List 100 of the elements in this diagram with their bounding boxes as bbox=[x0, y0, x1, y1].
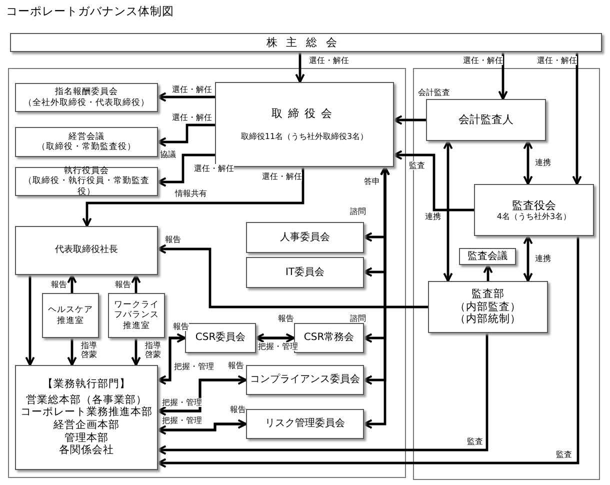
edge-label: 連携 bbox=[535, 158, 551, 168]
box-heading: 監査役会 bbox=[512, 198, 556, 212]
edge-label: 連携 bbox=[535, 254, 551, 264]
arrow bbox=[157, 124, 215, 147]
box-heading: 会計監査人 bbox=[458, 113, 514, 127]
arrow bbox=[157, 236, 580, 468]
box-heading: 【業務執行部門】 bbox=[42, 378, 130, 391]
box-subtext: （取締役・執行役員・常勤監査役） bbox=[22, 176, 150, 197]
arrow bbox=[157, 333, 488, 455]
box-subtext: 各関係会社 bbox=[59, 444, 114, 457]
committee-box bbox=[246, 365, 364, 395]
box-subtext: （内部監査） bbox=[455, 300, 521, 313]
edge-label: 監査 bbox=[556, 450, 572, 460]
edge-label: 指導啓蒙 bbox=[145, 341, 162, 360]
box-subtext: 営業総本部（各事業部） bbox=[26, 394, 147, 406]
edge-label: 報告 bbox=[230, 405, 246, 414]
note-label: 情報共有 bbox=[175, 189, 207, 198]
board-box bbox=[474, 184, 594, 236]
edge-label: 把握・管理 bbox=[174, 362, 214, 372]
edge-label: 諮問 bbox=[350, 207, 366, 216]
box-heading: ワークライフバランス bbox=[113, 300, 160, 320]
edge-label: 監査 bbox=[409, 161, 425, 170]
edge-label: 監査 bbox=[467, 437, 483, 446]
edge-label: 選任・解任 bbox=[172, 85, 212, 94]
box-heading: 経営会議 bbox=[68, 132, 104, 142]
committee-box bbox=[246, 409, 364, 439]
committee-box bbox=[459, 248, 516, 265]
edge-label: 選任・解任 bbox=[537, 56, 577, 66]
auditor-box bbox=[426, 99, 546, 141]
committee-box bbox=[15, 127, 158, 157]
box-heading: 株主総会 bbox=[266, 36, 346, 50]
meeting-box bbox=[10, 33, 602, 52]
committee-box bbox=[246, 257, 364, 288]
edge-label: 報告 bbox=[115, 280, 131, 290]
box-heading: 人事委員会 bbox=[280, 232, 330, 244]
arrow bbox=[157, 92, 215, 102]
edge-label: 連携 bbox=[425, 212, 441, 222]
box-subtext: 推進室 bbox=[123, 320, 150, 331]
committee-box bbox=[15, 167, 158, 196]
edge-label: 選任・解任 bbox=[463, 56, 503, 66]
box-subtext: 4名（うち社外3名） bbox=[496, 212, 572, 222]
edge-label: 選任・解任 bbox=[262, 172, 302, 182]
box-heading: CSR委員会 bbox=[195, 332, 246, 344]
box-subtext: 経営企画本部 bbox=[54, 419, 120, 432]
committee-box bbox=[42, 293, 99, 338]
box-subtext: 取締役11名（うち社外取締役3名） bbox=[240, 132, 368, 142]
box-heading: コンプライアンス委員会 bbox=[250, 374, 360, 386]
note-label: 会計監査 bbox=[418, 88, 450, 98]
committee-box bbox=[246, 222, 364, 253]
committee-box bbox=[15, 83, 158, 112]
box-heading: 取締役会 bbox=[272, 107, 338, 120]
edge-label: 報告 bbox=[278, 314, 294, 324]
arrow bbox=[393, 115, 426, 125]
box-heading: CSR常務会 bbox=[304, 332, 354, 344]
box-subtext: （内部統制） bbox=[455, 313, 521, 326]
edge-label: 選任・解任 bbox=[309, 56, 349, 66]
arrow bbox=[131, 274, 141, 293]
box-heading: 代表取締役社長 bbox=[55, 245, 118, 256]
arrow bbox=[523, 235, 533, 282]
edge-label: 把握・管理 bbox=[162, 398, 202, 408]
note-label: 答申 bbox=[364, 177, 380, 186]
box-heading: 執行役員会 bbox=[64, 166, 109, 176]
edge-label: 選任・解任 bbox=[172, 113, 212, 122]
arrow bbox=[157, 244, 428, 308]
arrow bbox=[498, 52, 508, 100]
edge-label: 指導啓蒙 bbox=[81, 341, 98, 360]
edge-label: 報告 bbox=[173, 322, 189, 332]
arrow bbox=[157, 154, 215, 187]
box-subtext: （取締役・常勤監査役） bbox=[37, 142, 136, 152]
box-heading: IT委員会 bbox=[285, 266, 325, 278]
box-heading: リスク管理委員会 bbox=[265, 418, 345, 430]
box-heading: 指名報酬委員会 bbox=[55, 87, 118, 98]
arrow bbox=[393, 150, 474, 212]
department-box bbox=[428, 281, 548, 333]
arrow bbox=[363, 166, 390, 429]
box-heading: 監査部 bbox=[472, 288, 504, 301]
arrow bbox=[67, 338, 77, 366]
arrow bbox=[523, 140, 533, 185]
edge-label: 把握・管理 bbox=[258, 342, 298, 352]
box-subtext: （全社外取締役・代表取締役） bbox=[24, 98, 150, 108]
edge-label: 諮問 bbox=[350, 314, 366, 324]
arrow bbox=[131, 338, 141, 366]
arrow bbox=[483, 264, 493, 281]
box-subtext: 推進室 bbox=[57, 316, 84, 326]
edge-label: 報告 bbox=[228, 361, 244, 370]
box-subtext: 管理本部 bbox=[64, 432, 108, 444]
edge-label: 選任・解任 bbox=[194, 164, 234, 174]
arrow bbox=[67, 274, 77, 293]
arrow bbox=[25, 275, 35, 366]
box-subtext: コーポレート業務推進本部 bbox=[20, 406, 152, 419]
box-heading: 監査会議 bbox=[468, 250, 508, 262]
president-box bbox=[15, 226, 158, 275]
diagram-title: コーポレートガバナンス体制図 bbox=[6, 4, 174, 19]
edge-label: 把握・管理 bbox=[162, 416, 202, 426]
note-label: 協議 bbox=[160, 150, 176, 160]
arrow bbox=[443, 140, 453, 282]
box-heading: ヘルスケア bbox=[48, 305, 93, 316]
edge-label: 報告 bbox=[51, 280, 67, 290]
edge-label: 報告 bbox=[165, 235, 181, 244]
arrow bbox=[572, 52, 582, 185]
